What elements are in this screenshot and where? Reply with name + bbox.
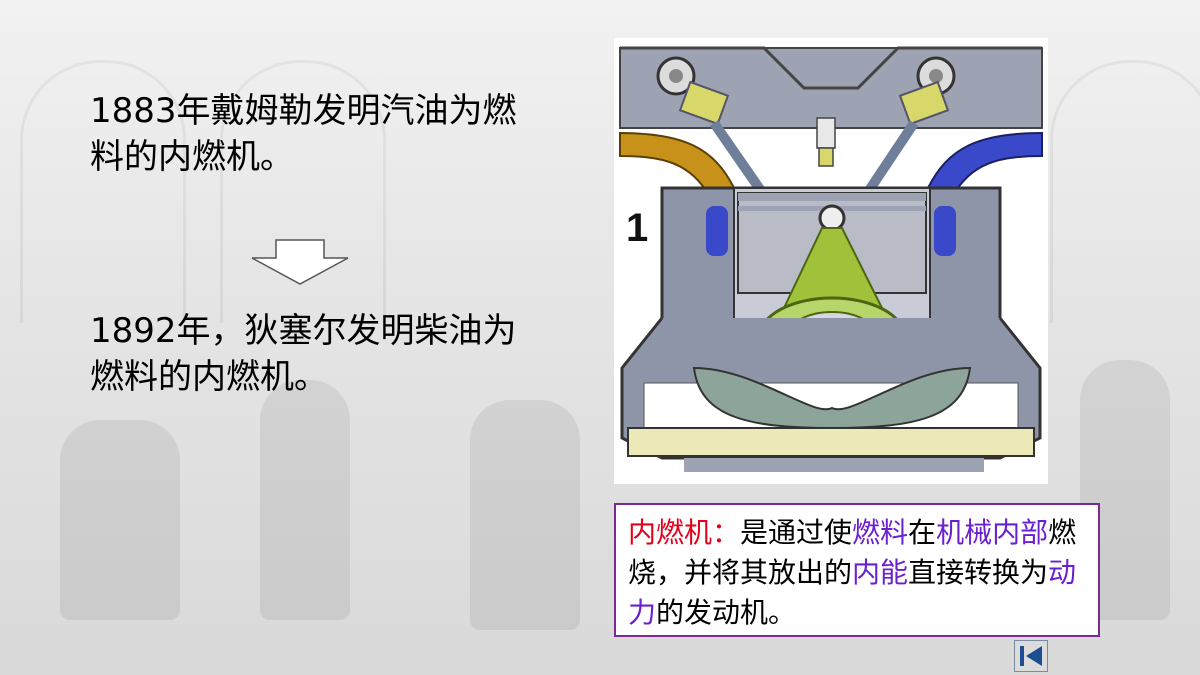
definition-text: 直接转换为 — [908, 556, 1049, 589]
keyword-internal-energy: 内能 — [852, 556, 909, 589]
keyword-inside-machine: 机械内部 — [936, 516, 1049, 549]
definition-term: 内燃机： — [628, 516, 741, 549]
daimler-paragraph: 1883年戴姆勒发明汽油为燃料的内燃机。 — [90, 91, 517, 177]
definition-box: 内燃机：是通过使燃料在机械内部燃烧，并将其放出的内能直接转换为动力的发动机。 — [614, 503, 1100, 637]
keyword-power: 动力 — [628, 556, 1077, 629]
keyword-fuel: 燃料 — [852, 516, 909, 549]
engine-diagram: 1 — [614, 38, 1048, 484]
back-to-start-icon — [1020, 646, 1042, 666]
definition-text: 燃烧，并将其放出的 — [628, 516, 1077, 589]
definition-text: 在 — [908, 516, 937, 549]
back-to-start-button[interactable] — [1014, 640, 1048, 672]
stroke-number-label: 1 — [626, 206, 649, 250]
diesel-paragraph: 1892年，狄塞尔发明柴油为燃料的内燃机。 — [90, 311, 517, 397]
down-arrow-icon — [251, 239, 349, 285]
definition-text: 的发动机。 — [656, 596, 797, 629]
definition-text: 是通过使 — [740, 516, 853, 549]
